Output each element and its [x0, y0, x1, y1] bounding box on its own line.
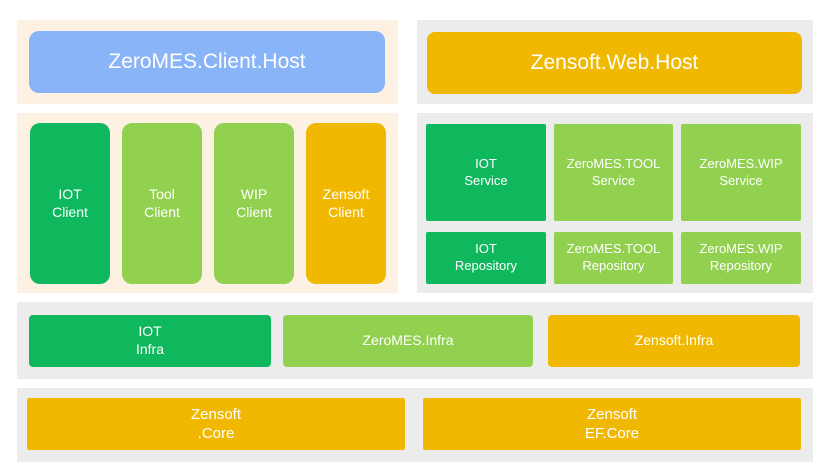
zensoft-ef-core-box: Zensoft EF.Core — [423, 398, 801, 450]
zensoft-client-box: Zensoft Client — [306, 123, 386, 284]
wip-service-box: ZeroMES.WIP Service — [681, 124, 801, 221]
zeromes-infra-box: ZeroMES.Infra — [283, 315, 533, 367]
tool-service-box: ZeroMES.TOOL Service — [554, 124, 673, 221]
tool-client-box: Tool Client — [122, 123, 202, 284]
zensoft-core-box: Zensoft .Core — [27, 398, 405, 450]
client-host-box: ZeroMES.Client.Host — [29, 31, 385, 93]
wip-repository-box: ZeroMES.WIP Repository — [681, 232, 801, 284]
zensoft-infra-box: Zensoft.Infra — [548, 315, 800, 367]
tool-repository-box: ZeroMES.TOOL Repository — [554, 232, 673, 284]
iot-service-box: IOT Service — [426, 124, 546, 221]
iot-infra-box: IOT Infra — [29, 315, 271, 367]
iot-client-box: IOT Client — [30, 123, 110, 284]
wip-client-box: WIP Client — [214, 123, 294, 284]
web-host-box: Zensoft.Web.Host — [427, 32, 802, 94]
iot-repository-box: IOT Repository — [426, 232, 546, 284]
